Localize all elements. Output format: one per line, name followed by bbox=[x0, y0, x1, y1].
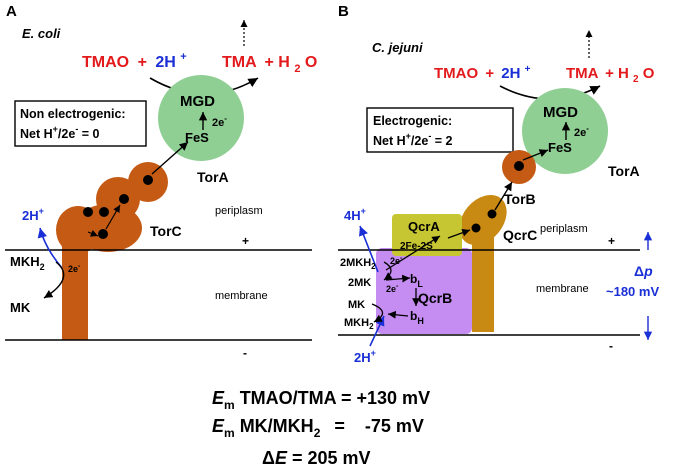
electron-to-qcra bbox=[385, 235, 441, 271]
electron-path bbox=[105, 204, 121, 230]
panel-a: A E. coli TMAO + 2H + TMA + H 2 O Non el… bbox=[5, 3, 317, 360]
delta-p-value: ~180 mV bbox=[606, 284, 659, 299]
heme-dot bbox=[487, 209, 497, 219]
electron-bh-mk bbox=[387, 310, 409, 319]
qcrb-label: QcrB bbox=[418, 290, 452, 306]
heme-dot bbox=[99, 207, 109, 217]
tora-a-circle bbox=[158, 75, 244, 161]
mgd-b: MGD bbox=[543, 104, 578, 121]
heme-dot bbox=[83, 207, 93, 217]
e-upper-b: 2e- bbox=[390, 255, 403, 266]
fes-a: FeS bbox=[185, 130, 209, 145]
proton-top-b: 4H+ bbox=[344, 206, 366, 223]
tora-b-label: TorA bbox=[608, 163, 640, 179]
plus-a: + bbox=[242, 234, 249, 248]
mkh2-a: MKH2 bbox=[10, 254, 45, 272]
box-b-line2: Net H+/2e- = 2 bbox=[373, 131, 453, 148]
mk-cycle-lower bbox=[371, 303, 384, 323]
mk-2-b: 2MK bbox=[348, 277, 371, 289]
equation-line-1: Em TMAO/TMA = +130 mV bbox=[212, 388, 430, 412]
box-a-line2: Net H+/2e- = 0 bbox=[20, 124, 100, 141]
membrane-a: membrane bbox=[215, 290, 268, 302]
electron-path bbox=[447, 229, 471, 239]
torc-a-lobe0 bbox=[56, 206, 100, 254]
qcra-label: QcrA bbox=[408, 219, 440, 234]
box-electrogenic bbox=[366, 107, 514, 153]
minus-b: - bbox=[609, 339, 613, 353]
mk-a: MK bbox=[10, 300, 31, 315]
plus-b: + bbox=[608, 234, 615, 248]
box-b-line1: Electrogenic: bbox=[373, 114, 452, 128]
equation-line-3: ΔE = 205 mV bbox=[262, 448, 371, 468]
proton-arrow-top-b bbox=[359, 225, 379, 273]
periplasm-b: periplasm bbox=[540, 223, 588, 235]
qcrc-label: QcrC bbox=[503, 227, 537, 243]
equations: Em TMAO/TMA = +130 mV Em MK/MKH2= -75 mV… bbox=[212, 388, 430, 468]
mk-cycle-upper bbox=[383, 261, 393, 281]
qcrc-stalk bbox=[472, 226, 494, 332]
electron-path bbox=[522, 149, 549, 161]
panel-b-organism: C. jejuni bbox=[372, 40, 423, 55]
qcra-box bbox=[392, 214, 462, 256]
delta-p-label: Δp bbox=[634, 263, 653, 279]
panel-a-letter: A bbox=[6, 3, 17, 20]
panel-b-reaction: TMAO + 2H + TMA + H 2 O bbox=[434, 59, 655, 86]
electron-path bbox=[151, 141, 189, 175]
electron-path bbox=[494, 181, 513, 211]
mk-arrow-a bbox=[43, 261, 65, 299]
periplasm-a: periplasm bbox=[215, 205, 263, 217]
mkh2-2-b: 2MKH2 bbox=[340, 257, 376, 271]
e-lower-b: 2e- bbox=[386, 283, 399, 294]
proton-bottom-b: 2H+ bbox=[354, 348, 376, 365]
torc-label: TorC bbox=[150, 223, 182, 239]
heme-dot bbox=[514, 161, 524, 171]
fes-b: FeS bbox=[548, 140, 572, 155]
equation-line-2: Em MK/MKH2= -75 mV bbox=[212, 416, 424, 440]
heme-dot bbox=[143, 175, 153, 185]
panel-a-reaction: TMAO + 2H + TMA + H 2 O bbox=[82, 47, 317, 76]
electron-path bbox=[87, 229, 99, 237]
mgd-a: MGD bbox=[180, 93, 215, 110]
bl-label: bL bbox=[410, 272, 423, 289]
panel-a-organism: E. coli bbox=[22, 26, 61, 41]
mk-2e-a: 2e- bbox=[68, 263, 81, 274]
membrane-b: membrane bbox=[536, 283, 589, 295]
heme-dot bbox=[98, 229, 108, 239]
minus-a: - bbox=[243, 346, 247, 360]
fe2s-label: 2Fe-2S bbox=[400, 241, 433, 252]
heme-dot bbox=[471, 223, 481, 233]
electron-to-bl bbox=[385, 274, 411, 283]
mkh2-b: MKH2 bbox=[344, 317, 374, 331]
box-non-electrogenic bbox=[14, 100, 147, 147]
panel-b: B C. jejuni TMAO + 2H + TMA + H 2 O Elec… bbox=[338, 3, 659, 365]
proton-a: 2H+ bbox=[22, 206, 44, 223]
bh-label: bH bbox=[410, 309, 424, 326]
qcrc-ellipse bbox=[459, 194, 507, 246]
panel-b-letter: B bbox=[338, 3, 349, 20]
box-a-line1: Non electrogenic: bbox=[20, 107, 126, 121]
tora-a-label: TorA bbox=[197, 169, 229, 185]
torb-label: TorB bbox=[504, 191, 536, 207]
mk-b: MK bbox=[348, 299, 365, 311]
heme-dot bbox=[119, 194, 129, 204]
two-e-b: 2e- bbox=[574, 124, 589, 139]
qcrb-box bbox=[376, 248, 472, 334]
two-e-a: 2e- bbox=[212, 114, 227, 129]
